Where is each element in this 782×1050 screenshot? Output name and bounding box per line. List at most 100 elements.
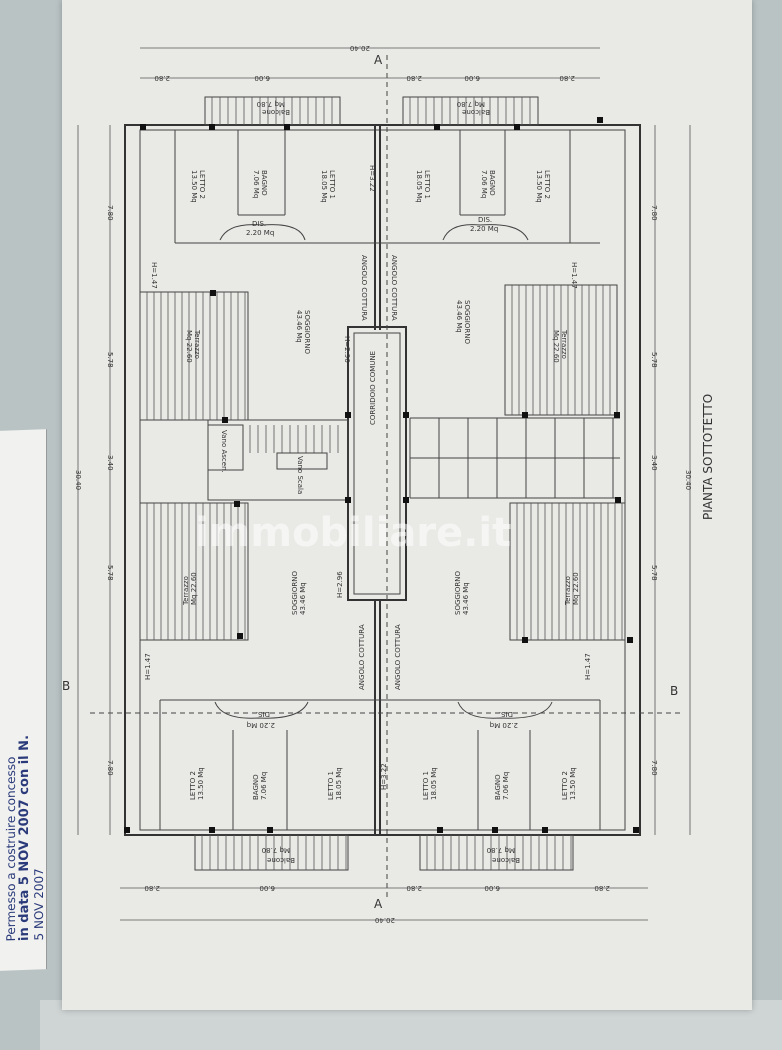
structural-pillar xyxy=(345,412,351,418)
dim-total-left: 30.40 xyxy=(74,470,82,490)
svg-text:H=1.47: H=1.47 xyxy=(584,653,592,680)
svg-text:LETTO 2: LETTO 2 xyxy=(198,170,206,199)
structural-pillar xyxy=(209,827,215,833)
structural-pillar xyxy=(615,497,621,503)
svg-text:13.50 Mq: 13.50 Mq xyxy=(535,170,543,203)
svg-text:SOGGIORNO: SOGGIORNO xyxy=(454,571,462,615)
svg-text:2.20 Mq: 2.20 Mq xyxy=(470,225,498,233)
svg-text:H=3.22: H=3.22 xyxy=(368,165,376,192)
structural-pillar xyxy=(492,827,498,833)
svg-text:2.20 Mq: 2.20 Mq xyxy=(246,229,274,237)
structural-pillar xyxy=(222,417,228,423)
structural-pillar xyxy=(597,117,603,123)
svg-text:18.05 Mq: 18.05 Mq xyxy=(430,767,438,800)
svg-text:Balcone: Balcone xyxy=(492,856,520,864)
structural-pillar xyxy=(210,290,216,296)
room-labels: LETTO 2 13.50 Mq BAGNO 7.06 Mq LETTO 1 1… xyxy=(144,100,592,864)
svg-text:Terrazzo: Terrazzo xyxy=(182,576,190,606)
svg-text:Balcone: Balcone xyxy=(267,856,295,864)
structural-pillar xyxy=(403,412,409,418)
svg-text:Mq 22.60: Mq 22.60 xyxy=(190,572,198,605)
svg-text:Vano Scala: Vano Scala xyxy=(296,456,304,494)
svg-text:CORRIDOIO COMUNE: CORRIDOIO COMUNE xyxy=(369,351,377,425)
structural-pillar xyxy=(234,501,240,507)
dim-right-2: 5.78 xyxy=(650,352,658,368)
outer-wall xyxy=(124,124,641,836)
elevator-shaft xyxy=(207,424,244,471)
svg-text:7.06 Mq: 7.06 Mq xyxy=(260,772,268,800)
balcony-bottom-right xyxy=(419,834,574,871)
section-marker-b-left: B xyxy=(62,679,70,693)
terrace-top-left xyxy=(139,291,249,421)
svg-text:Mq 7.80: Mq 7.80 xyxy=(262,846,290,854)
svg-text:LETTO 1: LETTO 1 xyxy=(328,170,336,199)
disimpegno-arc xyxy=(219,224,306,241)
svg-text:LETTO 1: LETTO 1 xyxy=(423,170,431,199)
structural-pillar xyxy=(140,124,146,130)
svg-text:ANGOLO COTTURA: ANGOLO COTTURA xyxy=(360,255,368,321)
svg-text:LETTO 2: LETTO 2 xyxy=(189,771,197,800)
structural-pillar xyxy=(542,827,548,833)
svg-text:18.05 Mq: 18.05 Mq xyxy=(415,170,423,203)
structural-pillar xyxy=(434,124,440,130)
svg-text:Mq 7.80: Mq 7.80 xyxy=(457,100,485,108)
svg-text:2.20 Mq: 2.20 Mq xyxy=(490,721,518,729)
dim-right-3: 3.40 xyxy=(650,455,658,471)
section-marker-a-bottom: A xyxy=(374,897,383,911)
dim-total-top: 20.40 xyxy=(350,44,370,52)
inner-wall xyxy=(139,129,626,831)
dim-left-5: 7.80 xyxy=(106,760,114,776)
structural-pillar xyxy=(514,124,520,130)
structural-pillar xyxy=(614,412,620,418)
dim-top-5: 2.80 xyxy=(559,74,575,82)
svg-text:7.06 Mq: 7.06 Mq xyxy=(480,170,488,198)
balcony-top-right xyxy=(402,96,539,126)
svg-text:Vano Ascen.: Vano Ascen. xyxy=(220,430,228,473)
svg-text:DIS.: DIS. xyxy=(478,216,492,224)
structural-pillar xyxy=(403,497,409,503)
structural-pillar xyxy=(124,827,130,833)
terrace-bottom-right xyxy=(509,502,626,641)
section-marker-a-top: A xyxy=(374,53,383,67)
svg-text:13.50 Mq: 13.50 Mq xyxy=(197,767,205,800)
dim-left-1: 7.80 xyxy=(106,205,114,221)
svg-text:Balcone: Balcone xyxy=(262,108,290,116)
dim-total-right: 30.40 xyxy=(684,470,692,490)
dim-top-2: 6.00 xyxy=(254,74,270,82)
plan-title: PIANTA SOTTOTETTO xyxy=(701,394,715,520)
terrace-bottom-left xyxy=(139,502,249,641)
svg-text:Mq 22.60: Mq 22.60 xyxy=(552,330,560,363)
svg-text:H=2.96: H=2.96 xyxy=(343,336,351,363)
svg-text:7.06 Mq: 7.06 Mq xyxy=(252,170,260,198)
svg-text:LETTO 2: LETTO 2 xyxy=(561,771,569,800)
dim-left-4: 5.78 xyxy=(106,565,114,581)
dim-right-1: 7.80 xyxy=(650,205,658,221)
dim-bottom-2: 6.00 xyxy=(259,884,275,892)
svg-text:13.50 Mq: 13.50 Mq xyxy=(190,170,198,203)
svg-text:7.06 Mq: 7.06 Mq xyxy=(502,772,510,800)
dim-bottom-5: 2.80 xyxy=(594,884,610,892)
structural-pillar xyxy=(284,124,290,130)
common-corridor xyxy=(347,326,407,601)
structural-pillar xyxy=(209,124,215,130)
structural-pillar xyxy=(267,827,273,833)
svg-text:ANGOLO COTTURA: ANGOLO COTTURA xyxy=(394,624,402,690)
svg-text:43.46 Mq: 43.46 Mq xyxy=(462,582,470,615)
dim-right-4: 5.78 xyxy=(650,565,658,581)
svg-text:Mq 22.60: Mq 22.60 xyxy=(572,572,580,605)
dim-left-2: 5.78 xyxy=(106,352,114,368)
structural-pillar xyxy=(522,412,528,418)
svg-text:Balcone: Balcone xyxy=(462,108,490,116)
svg-text:Mq 7.80: Mq 7.80 xyxy=(257,100,285,108)
balcony-bottom-left xyxy=(194,834,349,871)
svg-text:H=1.47: H=1.47 xyxy=(570,262,578,289)
dim-total-bottom: 20.40 xyxy=(375,916,395,924)
dim-bottom-1: 2.80 xyxy=(144,884,160,892)
section-marker-b-right: B xyxy=(670,684,678,698)
svg-text:DIS.: DIS. xyxy=(252,220,266,228)
svg-text:Terrazzo: Terrazzo xyxy=(193,329,201,359)
dim-left-3: 3.40 xyxy=(106,455,114,471)
svg-text:H=1.47: H=1.47 xyxy=(150,262,158,289)
svg-text:BAGNO: BAGNO xyxy=(488,170,496,196)
